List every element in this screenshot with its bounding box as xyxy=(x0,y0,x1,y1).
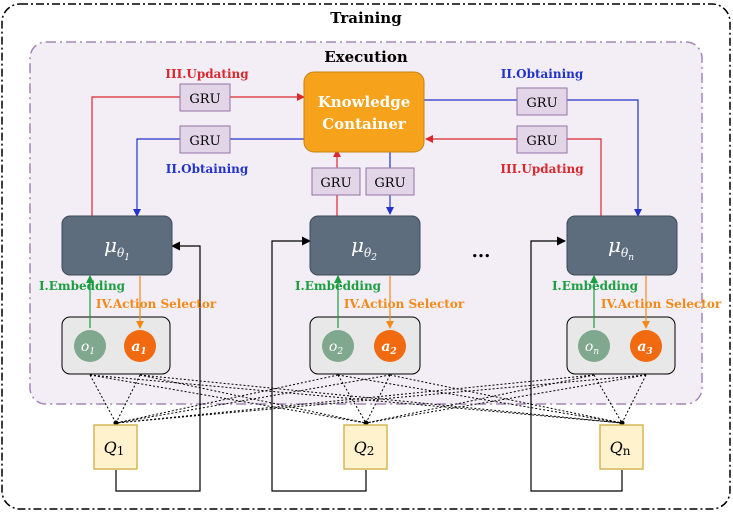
obtaining-label-left: II.Obtaining xyxy=(166,162,249,176)
embedding-label-1: I.Embedding xyxy=(39,279,126,293)
critic-feedback-n xyxy=(530,236,623,492)
updating-label-left: III.Updating xyxy=(165,67,249,81)
updating-label-right: III.Updating xyxy=(500,162,584,176)
gru-label: GRU xyxy=(526,134,557,149)
act-label-1: a1 xyxy=(131,339,146,357)
agent-1: μθ1 o1 a1 I.Embedding IV.Action Selector xyxy=(39,215,217,375)
gru-box-3: GRU xyxy=(516,87,568,116)
knowledge-container-line1: Knowledge xyxy=(318,93,411,111)
update-arrow-agent-1 xyxy=(91,93,305,216)
critic-n: Qn xyxy=(599,424,644,470)
obs-label-2: o2 xyxy=(329,339,343,357)
obs-label-n: on xyxy=(585,339,599,357)
obs-circle-2 xyxy=(322,330,354,362)
critic-1: Q1 xyxy=(93,424,138,470)
policy-label-2: μθ2 xyxy=(351,233,377,263)
gru-label: GRU xyxy=(320,176,351,191)
act-circle-n xyxy=(630,330,662,362)
policy-label-n: μθn xyxy=(608,233,634,263)
policy-label-1: μθ1 xyxy=(104,233,130,263)
critic-2: Q2 xyxy=(343,424,388,470)
embedding-label-n: I.Embedding xyxy=(552,279,639,293)
embedding-label-2: I.Embedding xyxy=(295,279,382,293)
gru-box-2: GRU xyxy=(179,125,231,154)
action-selector-label-1: IV.Action Selector xyxy=(96,297,217,311)
obs-circle-1 xyxy=(74,330,106,362)
critic-label-1: Q1 xyxy=(104,438,125,458)
training-label: Training xyxy=(330,9,402,27)
knowledge-container-line2: Container xyxy=(322,115,407,133)
gru-label: GRU xyxy=(374,176,405,191)
knowledge-container xyxy=(303,71,425,153)
execution-label: Execution xyxy=(324,48,408,66)
obs-label-1: o1 xyxy=(81,339,95,357)
critic-feedback-2 xyxy=(271,236,367,492)
agent-n: μθn on a3 I.Embedding IV.Action Selector xyxy=(552,215,722,375)
action-selector-label-2: IV.Action Selector xyxy=(344,297,465,311)
update-arrow-agent-n xyxy=(425,135,602,216)
gru-label: GRU xyxy=(189,134,220,149)
act-label-2: a2 xyxy=(381,339,396,357)
critic-feedback-1 xyxy=(115,241,201,492)
act-circle-1 xyxy=(124,330,156,362)
gru-box-5: GRU xyxy=(311,167,361,196)
policy-box-n xyxy=(566,215,678,276)
gru-box-4: GRU xyxy=(516,125,568,154)
critic-label-n: Qn xyxy=(610,438,631,458)
agent-2: μθ2 o2 a2 I.Embedding IV.Action Selector xyxy=(295,215,465,375)
action-selector-label-n: IV.Action Selector xyxy=(601,297,722,311)
critic-label-2: Q2 xyxy=(354,438,375,458)
obtain-arrow-agent-n xyxy=(424,99,642,217)
ellipsis: ... xyxy=(472,241,491,262)
obtaining-label-right: II.Obtaining xyxy=(501,67,584,81)
gru-label: GRU xyxy=(526,96,557,111)
policy-box-2 xyxy=(309,215,421,276)
critic-input-lines xyxy=(89,374,647,424)
obtain-arrow-agent-1 xyxy=(133,138,304,217)
act-circle-2 xyxy=(374,330,406,362)
obs-circle-n xyxy=(578,330,610,362)
gru-box-1: GRU xyxy=(179,83,231,112)
act-label-n: a3 xyxy=(637,339,652,357)
policy-box-1 xyxy=(61,215,173,276)
gru-box-6: GRU xyxy=(365,167,415,196)
gru-label: GRU xyxy=(189,92,220,107)
